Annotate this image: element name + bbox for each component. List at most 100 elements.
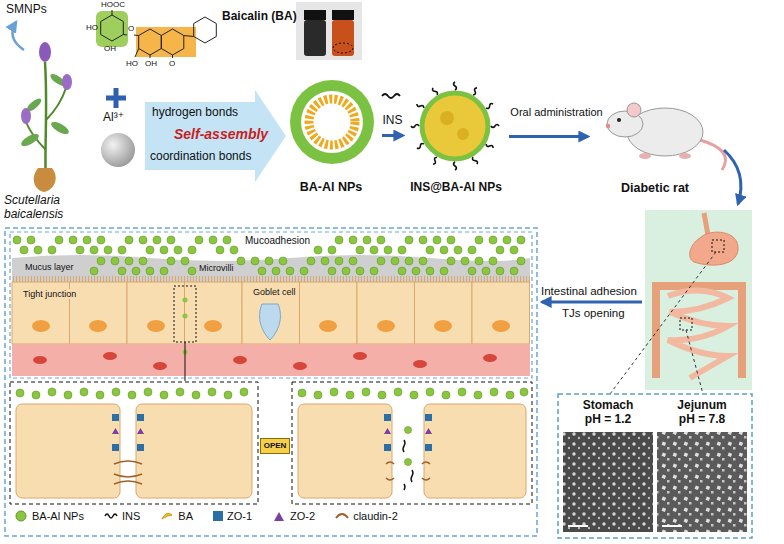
nanoparticle-dot bbox=[342, 267, 350, 275]
nanoparticle-dot bbox=[160, 267, 168, 275]
nanoparticle-dot bbox=[398, 246, 406, 254]
nanoparticle-dot bbox=[69, 236, 77, 244]
legend-label: ZO-2 bbox=[290, 510, 315, 522]
nanoparticle-dot bbox=[251, 257, 259, 265]
region-label: Goblet cell bbox=[252, 287, 297, 297]
atom-label: HO bbox=[86, 23, 98, 32]
nanoparticle-dot bbox=[356, 267, 364, 275]
nanoparticle-dot bbox=[475, 236, 483, 244]
nanoparticle-dot bbox=[111, 257, 119, 265]
nanoparticle-dot bbox=[321, 257, 329, 265]
nanoparticle-dot bbox=[174, 246, 182, 254]
legend-item: BA-Al NPs bbox=[14, 509, 84, 523]
nanoparticle-dot bbox=[370, 267, 378, 275]
nanoparticle-dot bbox=[349, 236, 357, 244]
plant-name: Scutellaria baicalensis bbox=[4, 194, 86, 222]
nanoparticle-dot bbox=[90, 267, 98, 275]
nanoparticle-node: BA-Al NPs bbox=[282, 72, 380, 194]
nanoparticle-dot bbox=[510, 267, 518, 275]
nanoparticle-dot bbox=[34, 246, 42, 254]
nanoparticle-dot bbox=[489, 236, 497, 244]
region-label: Tight junction bbox=[22, 289, 77, 299]
nanoparticle-dot bbox=[272, 267, 280, 275]
nanoparticle-dot bbox=[90, 246, 98, 254]
nanoparticle-dot bbox=[335, 236, 343, 244]
nanoparticle-dot bbox=[188, 246, 196, 254]
nanoparticle-dot bbox=[468, 267, 476, 275]
nanoparticle-dot bbox=[496, 246, 504, 254]
nanoparticle-dot bbox=[482, 267, 490, 275]
nanoparticle-dot bbox=[55, 236, 63, 244]
nanoparticle-dot bbox=[307, 257, 315, 265]
nanoparticle-dot bbox=[153, 236, 161, 244]
rat-node: Diabetic rat bbox=[590, 75, 720, 195]
nanoparticle-dot bbox=[181, 257, 189, 265]
flow-arrow bbox=[382, 134, 403, 137]
nanoparticle-dot bbox=[412, 267, 420, 275]
nanoparticle-dot bbox=[328, 267, 336, 275]
nanoparticle-dot bbox=[300, 267, 308, 275]
region-label: Microvilli bbox=[198, 263, 235, 273]
nanoparticle-dot bbox=[97, 236, 105, 244]
nanoparticle-dot bbox=[286, 267, 294, 275]
nanoparticle-dot bbox=[419, 236, 427, 244]
legend-item: claudin-2 bbox=[335, 509, 398, 523]
nanoparticle-dot bbox=[167, 236, 175, 244]
nanoparticle-dot bbox=[335, 257, 343, 265]
sem-panel: JejunumpH = 7.8 bbox=[657, 398, 747, 532]
nanoparticle-dot bbox=[349, 257, 357, 265]
nanoparticle-dot bbox=[139, 257, 147, 265]
nanoparticle-dot bbox=[265, 257, 273, 265]
nanoparticle-dot bbox=[132, 267, 140, 275]
region-label: Mucoadhesion bbox=[245, 235, 310, 247]
legend-symbol bbox=[335, 509, 349, 523]
nanoparticle-dot bbox=[125, 257, 133, 265]
nanoparticle-dot bbox=[363, 236, 371, 244]
nanoparticle-dot bbox=[118, 267, 126, 275]
nanoparticle-dot bbox=[398, 267, 406, 275]
step-label: Intestinal adhesion bbox=[541, 285, 637, 298]
nanoparticle-dot bbox=[454, 246, 462, 254]
legend-symbol bbox=[160, 509, 174, 523]
nanoparticle-dot bbox=[475, 257, 483, 265]
nanoparticle-dot bbox=[76, 246, 84, 254]
nanoparticle-dot bbox=[510, 246, 518, 254]
nanoparticle-dot bbox=[48, 246, 56, 254]
nanoparticle-dot bbox=[419, 257, 427, 265]
nanoparticle-dot bbox=[356, 246, 364, 254]
nanoparticle-dot bbox=[426, 267, 434, 275]
node-label: Stomach bbox=[583, 398, 634, 412]
nanoparticle-dot bbox=[377, 257, 385, 265]
nanoparticle-dot bbox=[461, 257, 469, 265]
nanoparticle-dot bbox=[195, 236, 203, 244]
atom-label: O bbox=[169, 59, 175, 68]
legend-item: ZO-1 bbox=[213, 510, 252, 522]
nanoparticle-dot bbox=[216, 246, 224, 254]
nanoparticle-dot bbox=[237, 257, 245, 265]
sem-panel: StomachpH = 1.2 bbox=[563, 398, 653, 532]
nanoparticle-dot bbox=[447, 236, 455, 244]
nanoparticle-dot bbox=[139, 236, 147, 244]
nanoparticle-dot bbox=[279, 257, 287, 265]
legend-symbol bbox=[104, 509, 118, 523]
nanoparticle-dot bbox=[188, 267, 196, 275]
ion-label: Al³⁺ bbox=[103, 111, 124, 125]
nanoparticle-dot bbox=[209, 236, 217, 244]
open-box: OPEN bbox=[260, 438, 291, 454]
legend: BA-Al NPsINSBAZO-1ZO-2claudin-2 bbox=[14, 509, 398, 523]
nanoparticle-dot bbox=[391, 257, 399, 265]
nanoparticle-dot bbox=[97, 257, 105, 265]
bond-label: coordination bonds bbox=[150, 150, 251, 164]
nanoparticle-dot bbox=[328, 246, 336, 254]
node-label: Jejunum bbox=[677, 398, 726, 412]
nanoparticle-dot bbox=[146, 267, 154, 275]
nanoparticle-dot bbox=[160, 246, 168, 254]
node-label: pH = 7.8 bbox=[679, 412, 725, 426]
legend-symbol bbox=[14, 509, 28, 523]
nanoparticle-dot bbox=[27, 236, 35, 244]
source-label: SMNPs bbox=[6, 3, 47, 17]
node-label: OPEN bbox=[264, 441, 287, 451]
node-label: Diabetic rat bbox=[621, 181, 689, 195]
